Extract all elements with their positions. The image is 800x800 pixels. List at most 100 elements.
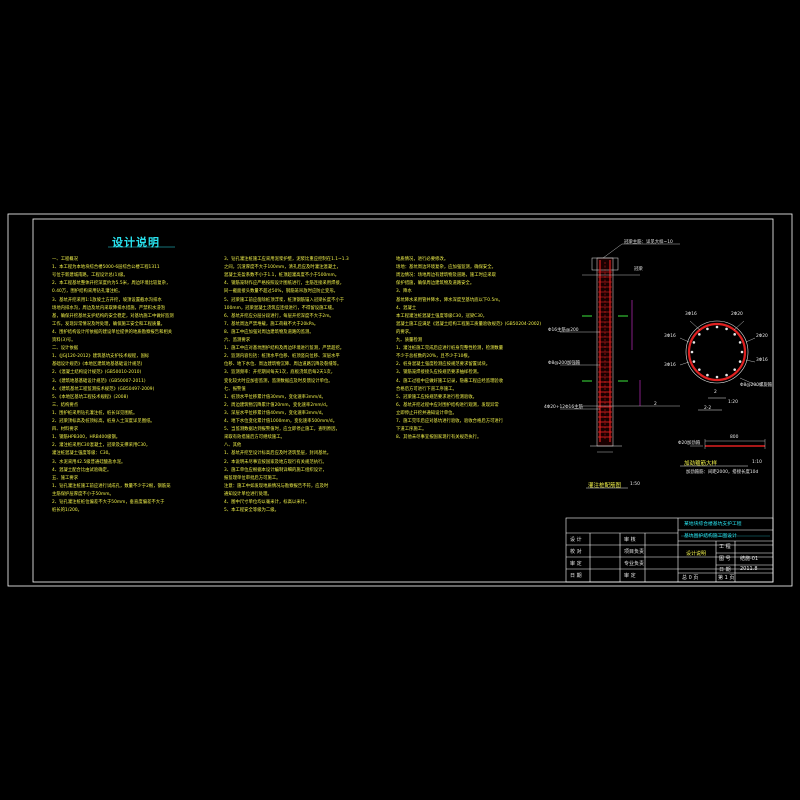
note-line: 4、混凝土配合比由试验确定。 (52, 467, 112, 473)
note-line: 1、《JGJ120-2012》建筑基坑支护技术规程，国标 (52, 354, 150, 360)
note-line: 7、施工完毕后应对基坑进行验收，验收合格后方可进行 (396, 419, 504, 424)
note-line: 本工程灌注桩混凝土强度等级C30，冠梁C30， (396, 313, 488, 319)
note-line: 资料(3)号。 (52, 338, 76, 343)
page-total: 总 0 页 (682, 575, 699, 581)
title-block-field: 工 程 (719, 544, 731, 550)
note-line: 之间，沉渣厚度不大于100mm，清孔后应及时灌注混凝土， (224, 265, 341, 271)
pile-elevation (560, 243, 680, 489)
section-rebar-dot (692, 341, 696, 344)
note-line: 三、结构要点 (52, 402, 79, 408)
note-line: 0.40万，围护结构采用钻孔灌注桩。 (52, 289, 123, 295)
note-line: 1、基坑开挖至设计标高后应及时浇筑垫层，封闭基坑。 (224, 451, 332, 457)
section-scale: 1:20 (728, 400, 738, 405)
note-line: 1、本工程为本地块综合楼5000-6层综合公楼工程1311 (52, 265, 160, 271)
note-line: 2、《混凝土结构设计规范》(GB50010-2010) (52, 370, 142, 376)
pile-marker: 2 (654, 402, 657, 407)
section-rebar-dot (698, 368, 701, 371)
note-line: 8、其他未尽事宜按国家现行有关规范执行。 (396, 435, 482, 441)
note-line: 2、桩身混凝土强度检测应按规范要求留置试块。 (396, 362, 491, 368)
section-bar-1: 3Φ16 (685, 312, 697, 317)
note-line: 变化较大时应加密监测，监测数据应及时反馈设计单位。 (224, 378, 333, 384)
section-rebar-dot (738, 360, 742, 363)
note-line: 基，确保开挖基坑支护结构的安全稳定，对基坑施工中做好监测 (52, 313, 174, 319)
note-line: 立即停止开挖并通知设计单位。 (396, 410, 457, 416)
pile-top-note: 冠梁主筋：详见大样~10 (624, 240, 673, 245)
section-bar-2: 3Φ16 (664, 334, 676, 339)
note-line: 报监理单位审批后方可施工。 (224, 475, 281, 481)
note-line: 3、基坑开挖采用1:1放坡土方开挖，坡顶设置截水沟排水 (52, 297, 162, 303)
note-line: 场地内排水沟，周边及坑内采取降排水措施，严禁积水浸泡 (52, 305, 166, 311)
section-rebar-dot (738, 341, 742, 344)
note-line: 场地：基坑周边环境复杂，应加强监测，确保安全。 (396, 265, 496, 271)
pile-rebar-c: 4Φ20+12Φ16主筋 (544, 405, 583, 410)
section-rebar-dot (706, 327, 709, 331)
note-line: 2、钻孔灌注桩桩位偏差不大于50mm，垂直度偏差不大于 (52, 500, 165, 505)
note-line: 4、围护结构设计所依据的建设单位提供的地质勘察报告和相关 (52, 329, 173, 335)
section-rebar-dot (715, 325, 719, 329)
note-line: 1、钢筋HPB300，HRB400级钢。 (52, 435, 121, 441)
note-line: 七、报警值 (224, 386, 246, 392)
title-block-field: 图 号 (719, 555, 731, 562)
note-line: 同一截面接头数量不超过50%，钢筋笼吊放时应防止变形。 (224, 289, 339, 295)
pile-crown-label: 冠梁 (634, 267, 643, 272)
section-rebar-dot (698, 333, 701, 336)
note-line: 位移、地下水位、周边建筑物沉降、周边道路沉降及裂缝等。 (224, 362, 342, 368)
note-line: 合格后方可进行下道工序施工。 (396, 386, 457, 392)
note-line: 2、灌注桩采用C30混凝土，冠梁及支撑采用C30， (52, 443, 151, 449)
note-line: 主筋保护层厚度不小于50mm。 (52, 491, 114, 497)
note-line: 不少于总桩数的20%，且不少于10根。 (396, 354, 473, 360)
title-block-cell: 专业负责 (624, 561, 645, 567)
note-line: 号位于新建城南路，工程设计总(1)级。 (52, 273, 128, 279)
note-line: 1、桩顶水平位移累计值30mm，变化速率3mm/d。 (224, 394, 326, 400)
note-line: 一、工程概况 (52, 257, 79, 262)
pile-cross-section (679, 320, 759, 411)
section-rebar-dot (690, 350, 694, 354)
stirrup-label: Φ20加劲箍 (678, 441, 701, 446)
section-rebar-dot (715, 375, 719, 379)
note-line: 2、周边建筑物沉降累计值20mm，变化速率2mm/d。 (224, 402, 331, 408)
note-line: 九、质量检测 (396, 338, 423, 343)
note-line: 3、降水 (396, 289, 412, 295)
note-line: 7、基坑周边严禁堆载，施工荷载不大于20kPa。 (224, 321, 319, 327)
section-rebar-dot (725, 327, 728, 331)
section-rebar-dot (733, 333, 736, 336)
title-block-cell: 校 对 (570, 549, 582, 555)
note-line: 六、监测要求 (224, 338, 251, 343)
section-rebar-dot (706, 373, 709, 377)
note-line: 混凝土施工应满足《混凝土结构工程施工质量验收规范》(GB50204-2002) (396, 321, 542, 327)
project-subname: 基坑围护结构施工图设计 (684, 534, 737, 539)
note-line: 6、基坑开挖应分层分段进行，每层开挖深度不大于2m。 (224, 313, 334, 319)
title-block-field: 2011.8 (740, 566, 758, 572)
note-line: 1、施工中应对基坑围护结构及周边环境进行监测，严禁超挖。 (224, 346, 345, 352)
note-line: 2、监测内容包括：桩顶水平位移、桩顶竖向位移、深层水平 (224, 354, 340, 360)
note-line: 八、其他 (224, 443, 242, 449)
note-line: 4、图中尺寸单位均以毫米计，标高以米计。 (224, 500, 310, 505)
note-line: 灌注桩混凝土强度等级：C30。 (52, 451, 113, 457)
note-line: 4、施工过程中应做好施工记录，隐蔽工程应经监理验收 (396, 378, 504, 384)
inner-frame (32, 218, 774, 583)
section-rebar-dot (740, 350, 744, 354)
section-bar-4: 3Φ16 (664, 363, 676, 368)
section-rebar-dot (692, 360, 696, 363)
note-line: 注意：施工中如发现地质情况与勘察报告不符，应及时 (224, 483, 329, 489)
note-line: 2、冠梁顶标高及桩顶标高，桩身入土深度详见图纸。 (52, 419, 155, 424)
title-block-cell: 日 期 (570, 573, 582, 579)
note-line: 通知设计单位进行处理。 (224, 491, 272, 497)
note-line: 周边情况：场地周边有建筑物及道路，施工时应采取 (396, 273, 496, 279)
title-block-cell: 审 定 (624, 573, 636, 579)
note-line: 5、本工程安全等级为二级。 (224, 508, 279, 514)
note-line: 4、地下水位变化累计值1000mm，变化速率500mm/d。 (224, 419, 338, 424)
pile-caption: 灌注桩配筋图 (588, 483, 622, 489)
title-block-cell: 审 定 (570, 561, 582, 567)
note-line: 二、设计依据 (52, 346, 79, 352)
note-line: 基础设计规范》(本地区建筑地基基础设计规范) (52, 362, 143, 368)
section-bar-3: 2Φ20 (756, 334, 768, 339)
note-line: 4、混凝土 (396, 305, 417, 311)
drawing-name: 设计说明 (686, 551, 707, 557)
note-line: 工作，发现异常情况及时处理，确保施工安全和工程质量。 (52, 321, 166, 327)
note-line: 的要求。 (396, 329, 414, 335)
note-line: 5、冠梁施工应按规范要求进行检测验收。 (396, 394, 478, 400)
note-line: 桩长的1/200。 (52, 508, 83, 514)
title-block-cell: 项目负责 (624, 549, 645, 555)
